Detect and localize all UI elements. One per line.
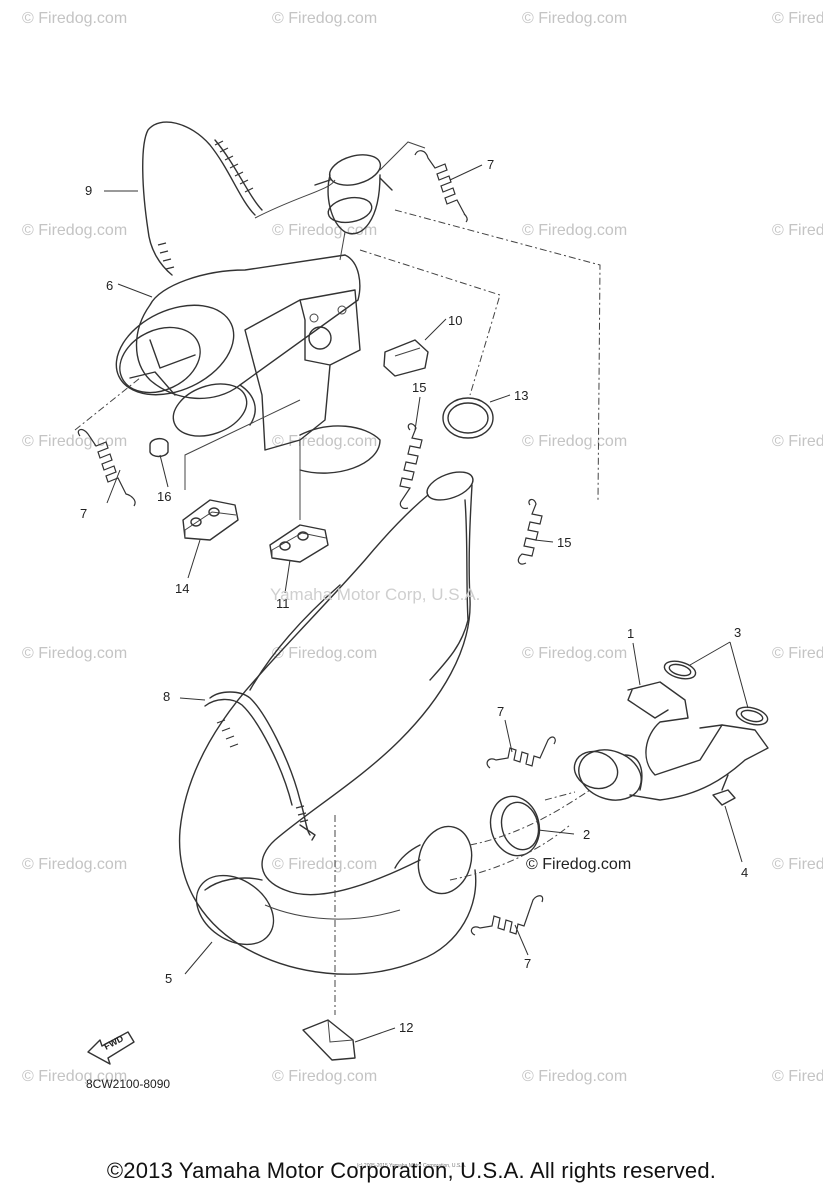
guard: [302, 1019, 356, 1061]
muffler-band: [142, 121, 263, 276]
callout-14: 14: [175, 581, 189, 596]
watermark: © Firedog.com: [522, 10, 627, 27]
guide-lines: [334, 789, 591, 1015]
spring: [486, 736, 556, 769]
watermark: © Firedog.com: [272, 645, 377, 662]
gasket: [489, 795, 541, 857]
callout-9: 9: [85, 183, 92, 198]
watermark: © Firedog.com: [272, 10, 377, 27]
callout-labels: 9 6 7 10 13 15 15 7 16 14 11 8 1 3 7 2 4…: [80, 157, 748, 1035]
watermark: © Firedog.com: [772, 10, 823, 27]
silencer: [115, 254, 381, 474]
callout-12: 12: [399, 1020, 413, 1035]
spring: [470, 895, 544, 936]
callout-7: 7: [524, 956, 531, 971]
watermark: © Firedog.com: [272, 433, 377, 450]
callout-4: 4: [741, 865, 748, 880]
callout-2: 2: [583, 827, 590, 842]
spring: [77, 428, 136, 507]
callout-15: 15: [412, 380, 426, 395]
callout-8: 8: [163, 689, 170, 704]
watermark: © Firedog.com: [272, 222, 377, 239]
leader-lines: [104, 164, 749, 1043]
callout-10: 10: [448, 313, 462, 328]
callout-15: 15: [557, 535, 571, 550]
watermark: © Firedog.com: [272, 1068, 377, 1085]
callout-6: 6: [106, 278, 113, 293]
watermark: © Firedog.com: [522, 433, 627, 450]
joint-pipe: [314, 154, 393, 261]
damper: [383, 339, 429, 377]
watermark: © Firedog.com: [22, 10, 127, 27]
watermark: © Firedog.com: [772, 645, 823, 662]
watermark: © Firedog.com: [522, 222, 627, 239]
watermark: © Firedog.com: [522, 645, 627, 662]
damper: [182, 499, 239, 541]
footer-small-copyright: (c) 2005-2015 Yamaha Motor Corporation, …: [356, 1163, 467, 1169]
watermark-grid: © Firedog.com © Firedog.com © Firedog.co…: [22, 10, 823, 1085]
spring: [414, 150, 468, 223]
gasket: [442, 397, 494, 439]
bolt: [712, 774, 736, 806]
center-watermark: © Firedog.com: [526, 856, 631, 873]
callout-7: 7: [80, 506, 87, 521]
fwd-arrow-icon: FWD: [87, 1031, 135, 1065]
watermark: © Firedog.com: [772, 433, 823, 450]
watermark: © Firedog.com: [772, 222, 823, 239]
exhaust-manifold: [573, 660, 769, 801]
watermark: © Firedog.com: [22, 1068, 127, 1085]
watermark: © Firedog.com: [22, 433, 127, 450]
watermark: © Firedog.com: [22, 856, 127, 873]
callout-16: 16: [157, 489, 171, 504]
grommet: [149, 438, 169, 458]
pipe-band: [204, 691, 316, 841]
callout-1: 1: [627, 626, 634, 641]
callout-3: 3: [734, 625, 741, 640]
spring: [517, 498, 543, 565]
watermark: © Firedog.com: [22, 222, 127, 239]
diagram-code: 8CW2100-8090: [86, 1077, 170, 1091]
watermark: © Firedog.com: [22, 645, 127, 662]
exhaust-pipe: [178, 471, 477, 975]
callout-13: 13: [514, 388, 528, 403]
callout-11: 11: [276, 596, 290, 611]
footer-copyright: ©2013 Yamaha Motor Corporation, U.S.A. A…: [106, 1158, 717, 1183]
callout-7: 7: [487, 157, 494, 172]
watermark: © Firedog.com: [522, 1068, 627, 1085]
spring: [399, 423, 423, 510]
watermark: © Firedog.com: [772, 1068, 823, 1085]
watermark: © Firedog.com: [772, 856, 823, 873]
watermark: © Firedog.com: [272, 856, 377, 873]
trademark-text: Yamaha Motor Corp, U.S.A.: [270, 585, 480, 604]
callout-5: 5: [165, 971, 172, 986]
guide-lines: [74, 141, 601, 520]
damper: [269, 524, 329, 563]
callout-7: 7: [497, 704, 504, 719]
